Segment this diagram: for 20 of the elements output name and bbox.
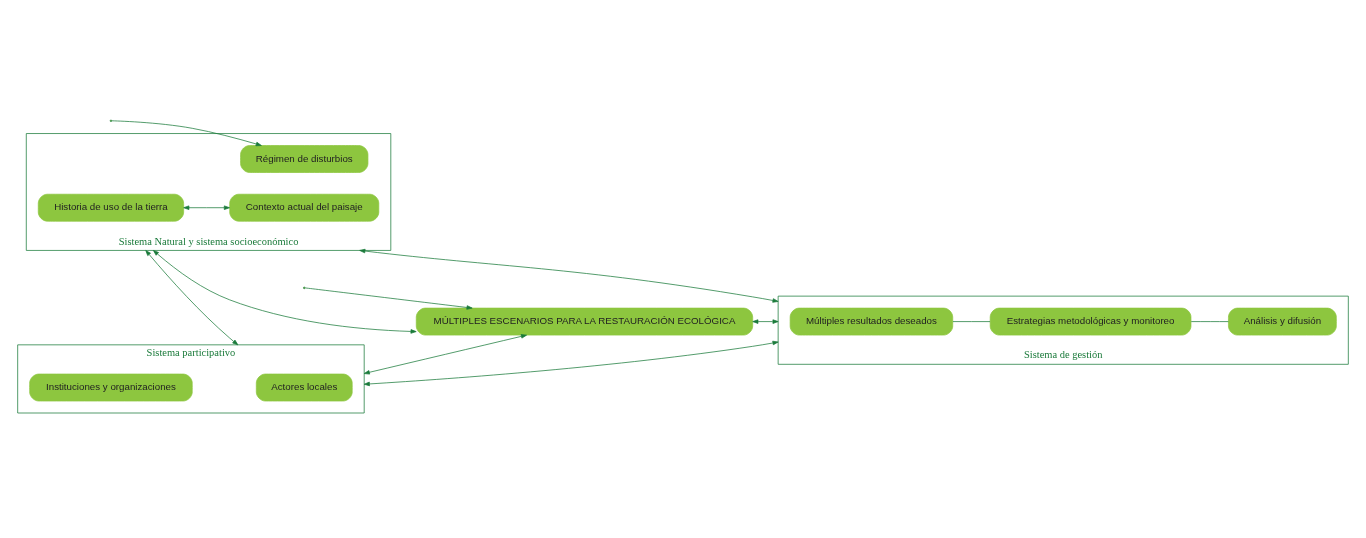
arrow xyxy=(111,119,262,146)
arrow xyxy=(752,318,779,324)
node-box: Régimen de disturbios xyxy=(240,144,369,173)
arrow xyxy=(304,287,473,310)
node-box: Estrategias metodológicas y monitoreo xyxy=(989,307,1192,335)
node-box: Análisis y difusión xyxy=(1228,307,1337,335)
arrow xyxy=(183,205,230,210)
connector xyxy=(952,320,991,322)
arrow xyxy=(145,249,239,345)
node-box: Múltiples resultados deseados xyxy=(789,307,954,335)
arrow xyxy=(363,340,779,386)
node-box: Actores locales xyxy=(255,373,353,401)
connector xyxy=(1190,320,1229,322)
node-box: Contexto actual del paisaje xyxy=(229,193,380,222)
arrow xyxy=(359,248,779,303)
node-box: Instituciones y organizaciones xyxy=(29,373,193,401)
node-box: Historia de uso de la tierra xyxy=(37,193,184,222)
arrow xyxy=(153,249,417,334)
node-box: MÚLTIPLES ESCENARIOS PARA LA RESTAURACIÓN ECOLÓGICA xyxy=(415,307,754,335)
arrow xyxy=(363,333,527,374)
